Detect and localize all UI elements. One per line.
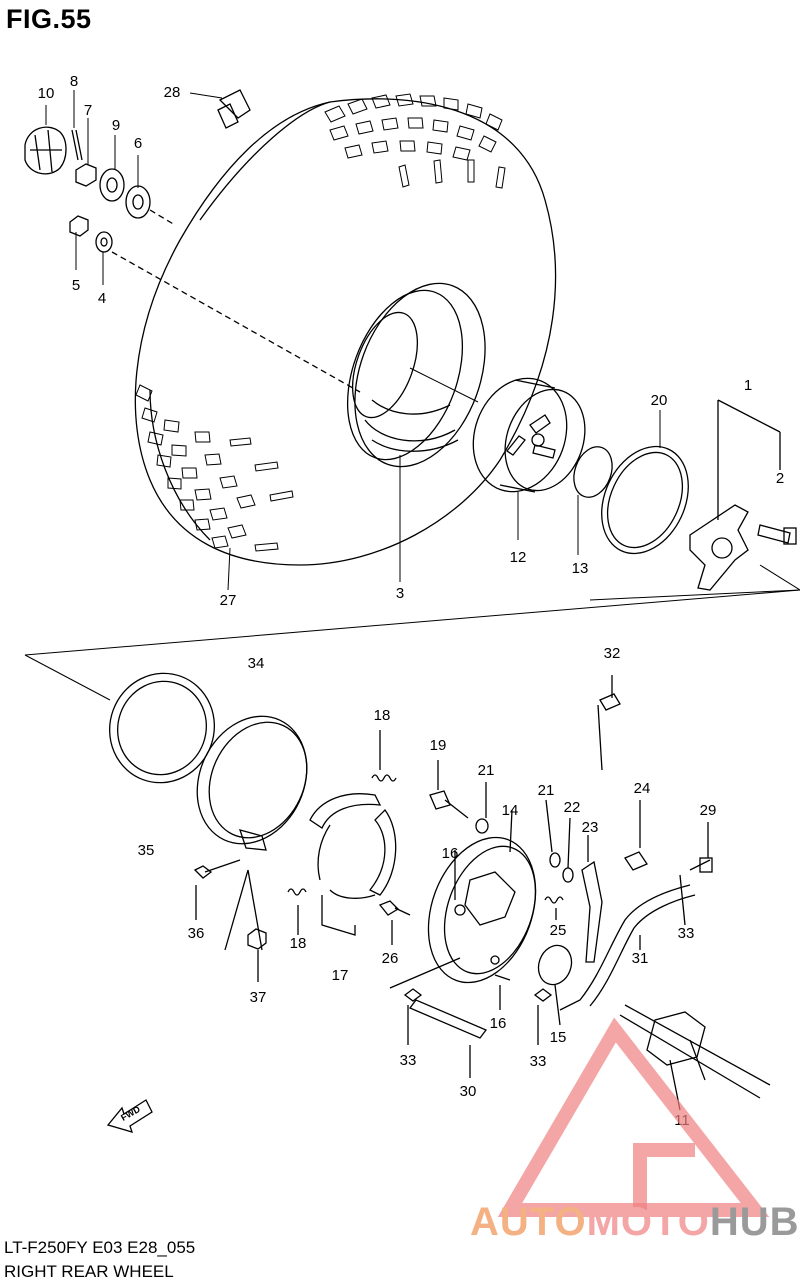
callout-number: 18 [374, 707, 391, 724]
callout-number: 33 [400, 1052, 417, 1069]
callout-number: 8 [70, 73, 78, 90]
rim-drawing [346, 282, 486, 468]
callout-number: 7 [84, 102, 92, 119]
callout-number: 37 [250, 989, 267, 1006]
callout-number: 32 [604, 645, 621, 662]
callout-number: 30 [460, 1083, 477, 1100]
tire-drawing [134, 93, 557, 566]
callout-number: 4 [98, 290, 106, 307]
brake-lever-drawing [378, 800, 648, 963]
callout-number: 21 [478, 762, 495, 779]
callout-number: 36 [188, 925, 205, 942]
oil-seal-drawing [108, 672, 216, 784]
callout-number: 19 [430, 737, 447, 754]
watermark-moto: MOTO [586, 1200, 710, 1244]
callout-number: 27 [220, 592, 237, 609]
callout-number: 18 [290, 935, 307, 952]
callout-number: 17 [332, 967, 349, 984]
callout-number: 10 [38, 85, 55, 102]
rod-drawing [389, 957, 488, 1078]
callout-number: 23 [582, 819, 599, 836]
callout-number: 22 [564, 799, 581, 816]
spring-drawing [287, 730, 397, 935]
callout-number: 24 [634, 780, 651, 797]
brake-shoe-drawing [309, 793, 397, 936]
hub-flange-drawing [689, 399, 797, 591]
callout-number: 5 [72, 277, 80, 294]
leader-lines-top [45, 90, 800, 601]
callout-layer: 1234567891011121314151616171818192021212… [38, 73, 785, 1129]
brake-panel-drawing [427, 809, 537, 984]
figure-name: RIGHT REAR WHEEL [4, 1262, 174, 1281]
callout-number: 13 [572, 560, 589, 577]
watermark-auto: AUTO [470, 1200, 587, 1244]
callout-number: 33 [530, 1053, 547, 1070]
callout-number: 25 [550, 922, 567, 939]
callout-number: 15 [550, 1029, 567, 1046]
callout-number: 20 [651, 392, 668, 409]
callout-number: 1 [744, 377, 752, 394]
callout-number: 14 [502, 802, 519, 819]
small-parts-drawing [24, 89, 361, 393]
screw-and-nut-drawing [193, 859, 267, 982]
brake-cable-drawing [403, 675, 713, 1045]
watermark-text: AUTOMOTOHUB [470, 1200, 800, 1245]
callout-number: 28 [164, 84, 181, 101]
callout-number: 9 [112, 117, 120, 134]
bolt-washer-drawing [429, 760, 574, 883]
wheel-hub-drawing [472, 377, 586, 493]
seal-ring-drawing [601, 445, 689, 555]
watermark-hub: HUB [709, 1200, 800, 1244]
callout-number: 33 [678, 925, 695, 942]
callout-number: 16 [490, 1015, 507, 1032]
callout-number: 16 [442, 845, 459, 862]
callout-number: 29 [700, 802, 717, 819]
callout-number: 35 [138, 842, 155, 859]
callout-number: 31 [632, 950, 649, 967]
callout-number: 6 [134, 135, 142, 152]
callout-number: 3 [396, 585, 404, 602]
callout-number: 21 [538, 782, 555, 799]
figure-title: FIG.55 [6, 4, 92, 34]
callout-number: 12 [510, 549, 527, 566]
brake-drum-cover-drawing [196, 715, 308, 851]
section-link-line [24, 589, 800, 656]
callout-number: 2 [776, 470, 784, 487]
callout-number: 34 [248, 655, 265, 672]
model-code: LT-F250FY E03 E28_055 [4, 1238, 196, 1257]
o-ring-drawing [573, 446, 613, 498]
callout-number: 26 [382, 950, 399, 967]
